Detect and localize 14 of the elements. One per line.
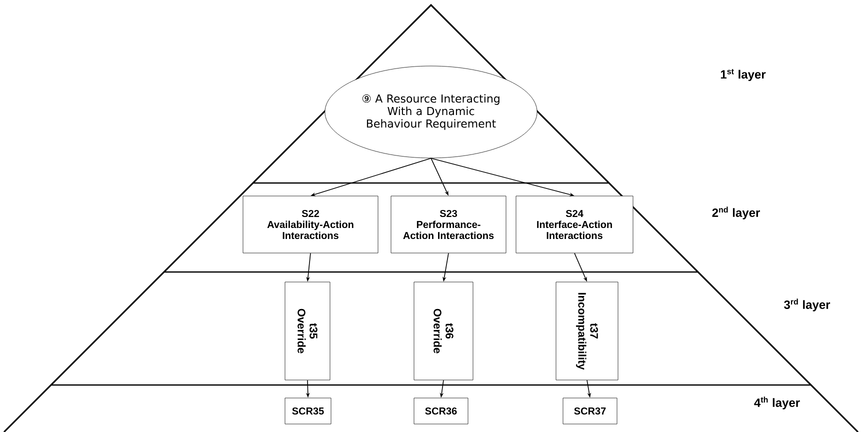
ellipse-node: ⑨ A Resource Interacting With a Dynamic Behaviour Requirement xyxy=(324,66,538,158)
process-box: S24 Interface-Action Interactions xyxy=(516,196,634,254)
result-box: SCR35 xyxy=(284,398,332,424)
process-box: S22 Availability-Action Interactions xyxy=(242,196,378,254)
result-box: SCR37 xyxy=(562,398,618,424)
layer-label: 3$^{rd}$ layer xyxy=(784,298,830,312)
layer-label: 4$^{th}$ layer xyxy=(754,396,800,410)
process-box: S23 Performance-Action Interactions xyxy=(390,196,506,254)
process-box: t36 Override xyxy=(414,282,474,380)
layer-label: 2$^{nd}$ layer xyxy=(712,206,760,220)
process-box: t35 Override xyxy=(284,282,330,380)
layer-label: 1$^{st}$ layer xyxy=(720,68,766,82)
result-box: SCR36 xyxy=(414,398,468,424)
process-box: t37 Incompatibility xyxy=(556,282,618,380)
